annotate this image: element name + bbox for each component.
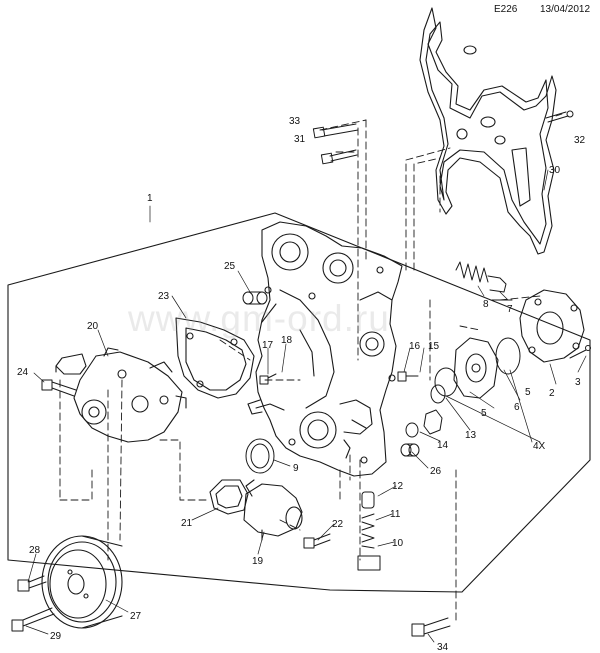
relief-valve-spring-8 [455, 261, 507, 293]
front-cover-housing [247, 221, 403, 477]
dowel-25 [242, 291, 268, 305]
callout-23: 23 [158, 291, 170, 302]
seal-ring-5a [495, 337, 521, 375]
callout-18: 18 [281, 335, 293, 346]
bolt-31 [320, 149, 358, 165]
oil-seal-9 [245, 438, 275, 474]
callout-10: 10 [392, 538, 404, 549]
water-pump-housing [55, 347, 187, 443]
callout-15: 15 [428, 341, 440, 352]
callout-8: 8 [483, 299, 489, 310]
callout-5a: 5 [525, 387, 531, 398]
bolt-24 [41, 379, 77, 397]
callout-5b: 5 [481, 408, 487, 419]
callout-7: 7 [507, 304, 513, 315]
callout-21: 21 [181, 518, 193, 529]
callout-24: 24 [17, 367, 29, 378]
callout-13: 13 [465, 430, 477, 441]
callout-26: 26 [430, 466, 442, 477]
callout-27: 27 [130, 611, 142, 622]
callout-4x: 4X [533, 441, 546, 452]
callout-3: 3 [575, 377, 581, 388]
seal-ring-5b [434, 367, 458, 397]
assembly-frame [7, 212, 591, 593]
bolt-22 [303, 533, 331, 549]
screw-3 [569, 345, 591, 359]
assembly-guide-lines [59, 119, 541, 621]
bolt-32 [545, 110, 574, 123]
callout-2: 2 [549, 388, 555, 399]
callout-34: 34 [437, 642, 449, 653]
diagram-code: E226 [494, 4, 518, 15]
callout-32: 32 [574, 135, 586, 146]
leader-lines [25, 113, 587, 643]
bolt-28 [17, 575, 47, 592]
diagram-date: 13/04/2012 [540, 4, 591, 15]
callout-9: 9 [293, 463, 299, 474]
callout-19: 19 [252, 556, 264, 567]
relief-valve-spring-11 [357, 491, 381, 571]
callout-22: 22 [332, 519, 344, 530]
callout-12: 12 [392, 481, 404, 492]
stud-17 [259, 373, 277, 385]
callout-1: 1 [147, 193, 153, 204]
seal-ring-13 [430, 384, 446, 404]
callout-14: 14 [437, 440, 449, 451]
bolt-29 [11, 607, 55, 632]
oil-pump-body [453, 337, 499, 399]
bolt-33 [312, 123, 359, 139]
plug-26 [400, 443, 420, 457]
callout-25: 25 [224, 261, 236, 272]
callout-31: 31 [294, 134, 306, 145]
callout-20: 20 [87, 321, 99, 332]
watermark-text: www.gm-ord.ru [128, 298, 390, 339]
callout-6: 6 [514, 402, 520, 413]
timing-cover-gasket [419, 7, 557, 255]
callout-16: 16 [409, 341, 421, 352]
callout-29: 29 [50, 631, 62, 642]
crankshaft-pulley [41, 535, 123, 629]
callout-11: 11 [390, 509, 401, 520]
callout-30: 30 [549, 165, 561, 176]
callout-28: 28 [29, 545, 41, 556]
callout-33: 33 [289, 116, 301, 127]
bolt-34 [411, 617, 451, 637]
plug-14 [423, 409, 443, 435]
callout-17: 17 [262, 340, 274, 351]
oil-pump-cover [519, 289, 585, 363]
plug-16 [397, 371, 419, 382]
thermostat-housing [243, 479, 303, 541]
washer-14 [405, 422, 419, 438]
water-pump-gasket [175, 317, 255, 399]
